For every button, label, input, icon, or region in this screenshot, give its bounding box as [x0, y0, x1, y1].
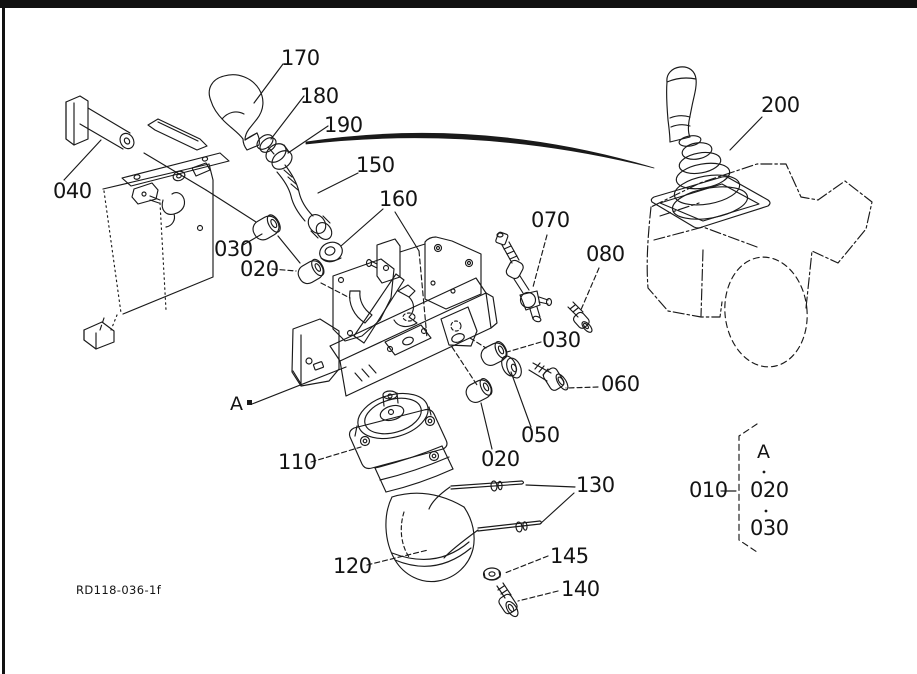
callout-060: 060	[601, 372, 640, 396]
bushing-030-left-drawing	[252, 214, 281, 241]
callout-170: 170	[281, 46, 320, 70]
bushing-020-left-drawing	[297, 258, 325, 285]
bushing-030-right-drawing	[480, 341, 508, 367]
callout-040: 040	[53, 179, 92, 203]
swoosh-pointer	[305, 132, 655, 169]
callout-030-right: 030	[542, 328, 581, 352]
bolt-060-drawing	[528, 362, 569, 391]
callout-020-left: 020	[240, 257, 279, 281]
pin-040-drawing	[65, 95, 135, 150]
joystick-200-drawing	[650, 66, 771, 229]
callout-110: 110	[278, 450, 317, 474]
callout-030-left: 030	[214, 237, 253, 261]
view-marker-a: A	[230, 393, 243, 415]
boot-120-drawing	[385, 492, 475, 583]
drawing-code: RD118-036-1f	[76, 583, 162, 597]
nut-160-drawing	[319, 241, 343, 263]
page-top-border	[0, 0, 917, 8]
legend-group-label: 010	[689, 478, 728, 502]
bolt-080-drawing	[567, 301, 593, 333]
knob-170-drawing	[208, 74, 264, 151]
washer-050-drawing	[501, 355, 522, 379]
page-left-border	[2, 6, 5, 674]
legend-bracket	[738, 423, 768, 553]
bracket-assembly-drawing	[291, 236, 498, 397]
callout-020-center: 020	[481, 447, 520, 471]
leader-lines-solid	[63, 63, 763, 525]
nut-190-drawing	[265, 143, 293, 170]
callout-180: 180	[300, 84, 339, 108]
callout-130: 130	[576, 473, 615, 497]
cable-tie-130-drawing	[428, 480, 543, 559]
actuator-110-drawing	[348, 390, 454, 493]
bushing-020-center-drawing	[465, 378, 493, 404]
callout-200: 200	[761, 93, 800, 117]
bolt-140-drawing	[496, 582, 519, 618]
callout-080: 080	[586, 242, 625, 266]
console-outline-drawing	[646, 163, 873, 368]
legend-item-020: 020	[750, 478, 789, 502]
callout-150: 150	[356, 153, 395, 177]
legend-item-030: 030	[750, 516, 789, 540]
link-070-drawing	[495, 231, 553, 323]
callout-160: 160	[379, 187, 418, 211]
lever-rod-150-drawing	[276, 164, 333, 240]
callout-190: 190	[324, 113, 363, 137]
nut-145-drawing	[482, 567, 502, 581]
callout-145: 145	[550, 544, 589, 568]
callout-140: 140	[561, 577, 600, 601]
legend-item-a: A	[757, 441, 770, 463]
leader-lines-dashed	[271, 234, 600, 602]
callout-070: 070	[531, 208, 570, 232]
callout-120: 120	[333, 554, 372, 578]
callout-050: 050	[521, 423, 560, 447]
washer-180-drawing	[256, 134, 277, 153]
mount-panel-drawing	[83, 118, 230, 350]
